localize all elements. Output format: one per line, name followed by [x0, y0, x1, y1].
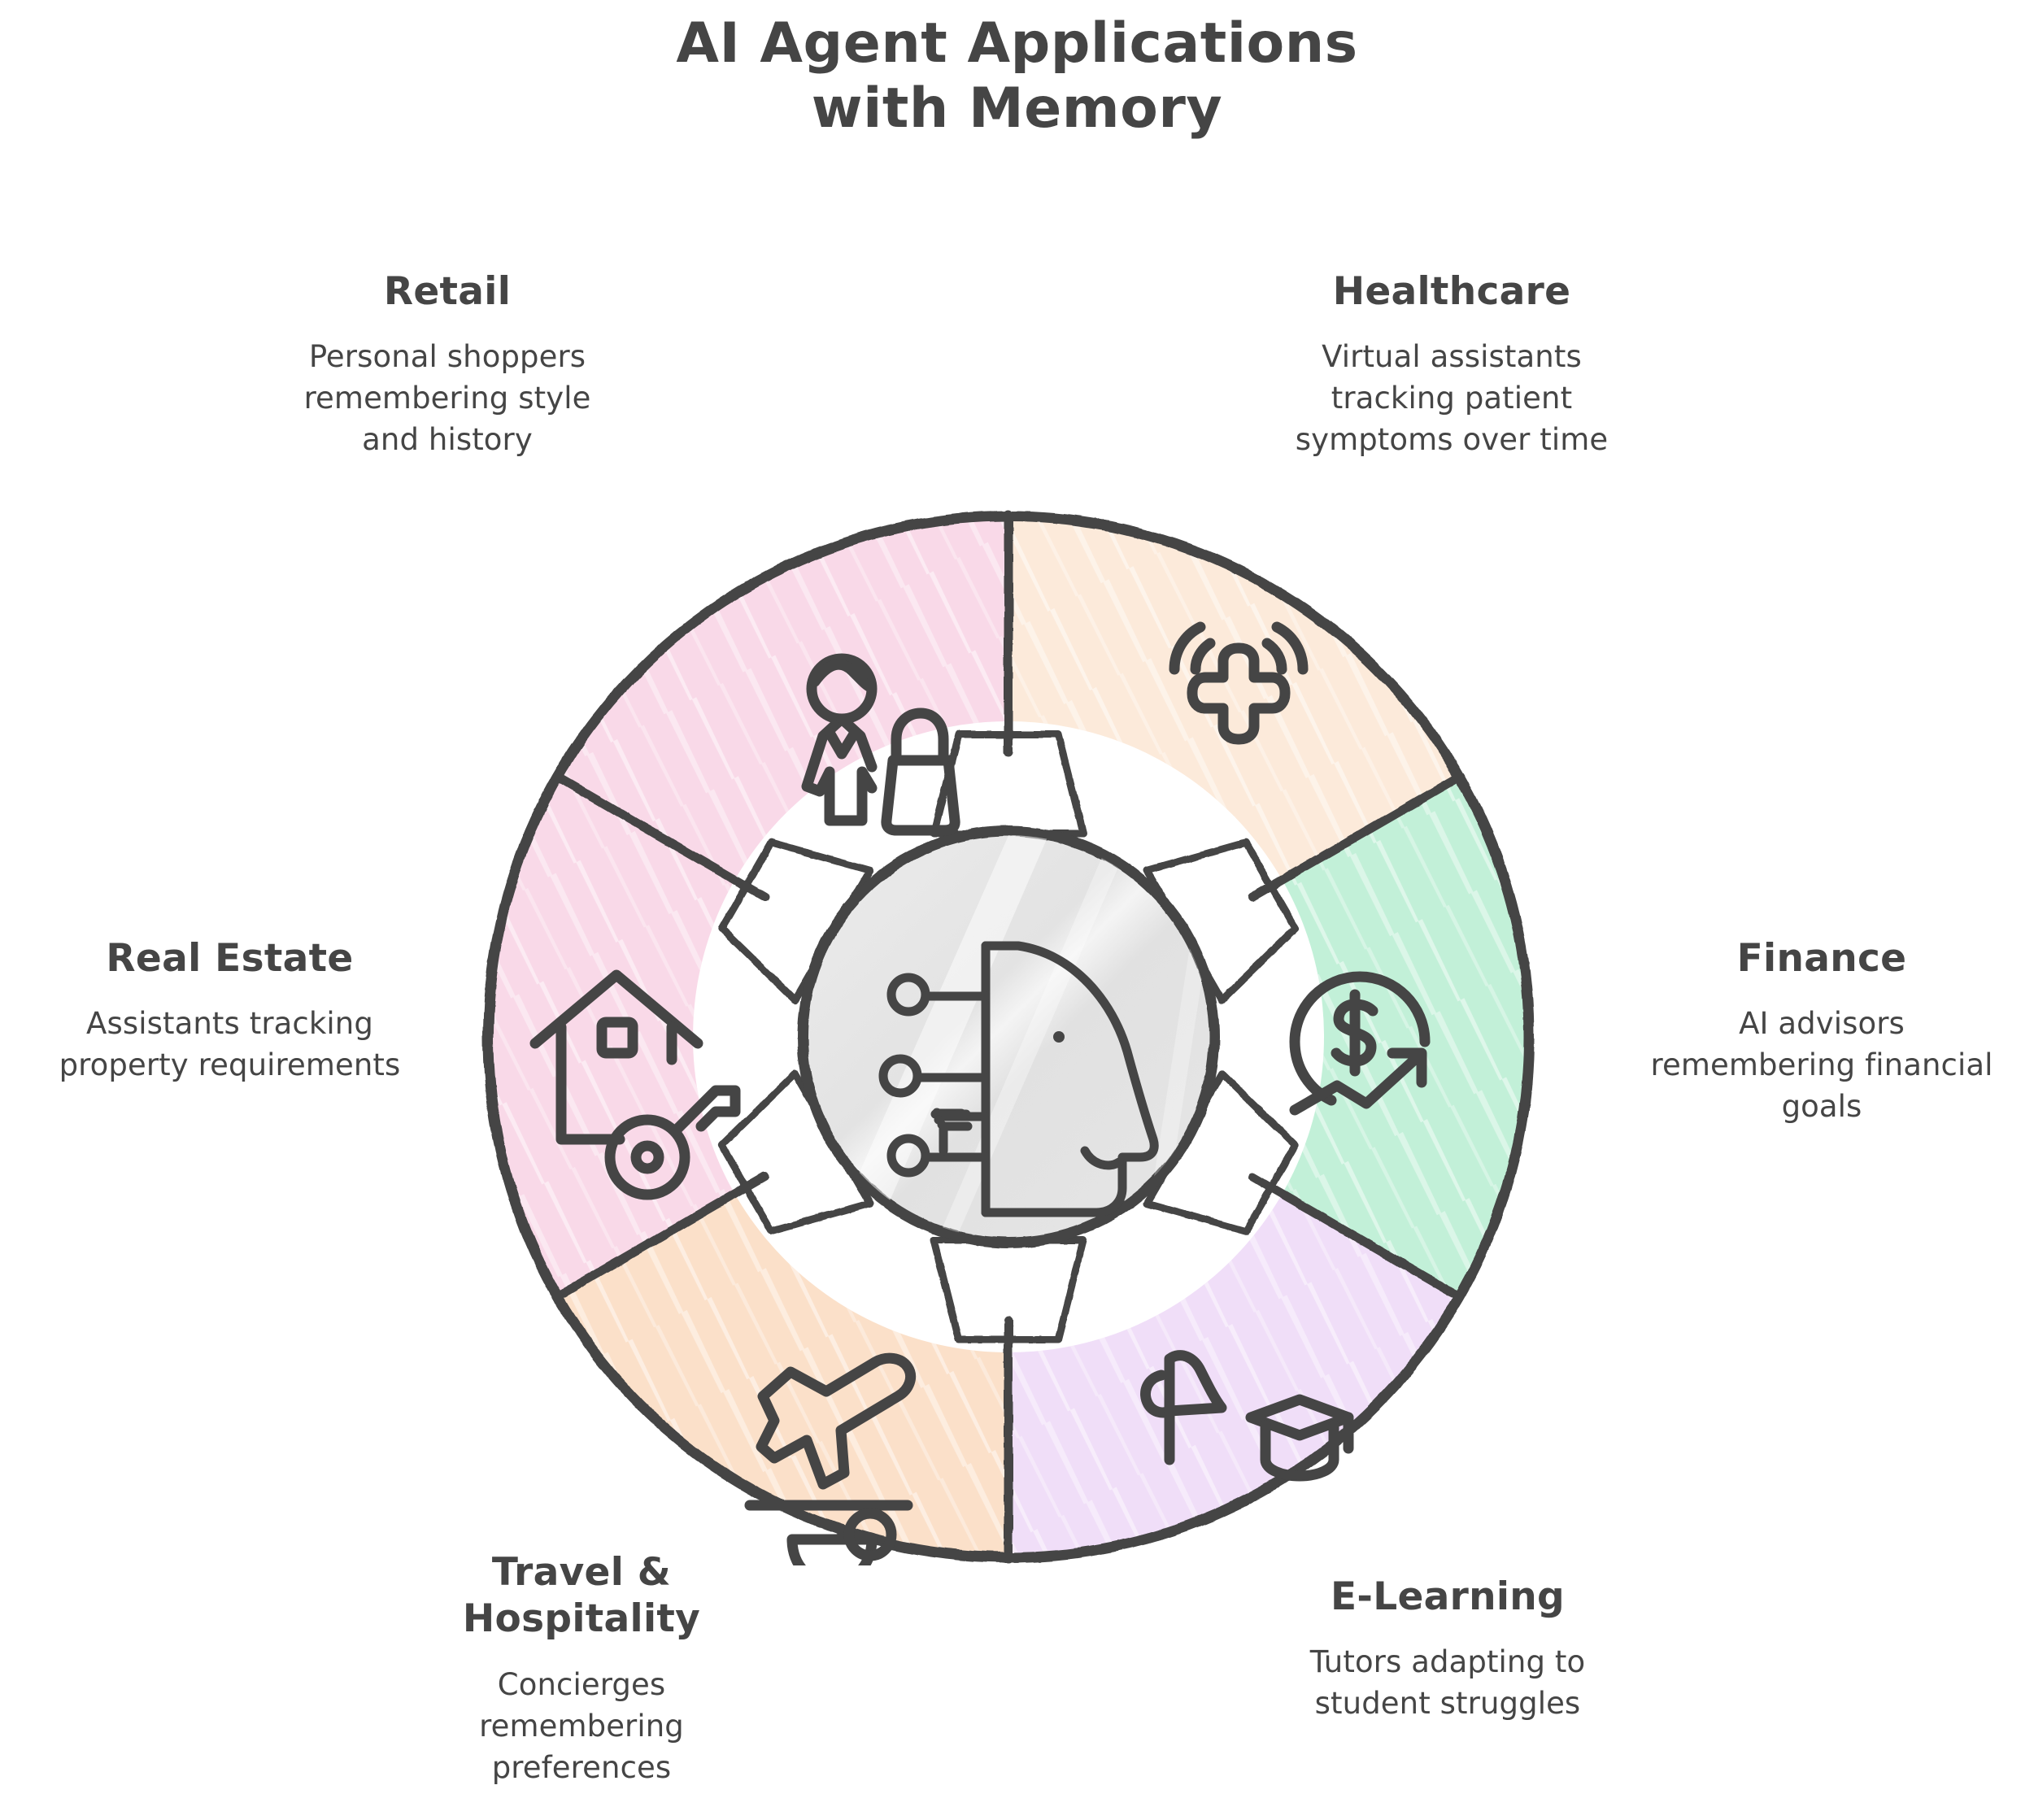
label-heading-real-estate: Real Estate — [106, 936, 354, 981]
label-block-real-estate: Real Estate Assistants tracking property… — [8, 935, 451, 1086]
medical-cross-signal-icon — [1169, 621, 1309, 745]
label-body-elearning: Tutors adapting to student struggles — [1309, 1644, 1586, 1722]
label-body-real-estate: Assistants tracking property requirement… — [59, 1006, 401, 1083]
label-block-retail: Retail Personal shoppers remembering sty… — [277, 268, 618, 460]
house-key-icon — [529, 969, 741, 1200]
page-title-line-1: AI Agent Applications — [676, 11, 1358, 76]
label-heading-healthcare: Healthcare — [1332, 269, 1571, 314]
dollar-trend-arrow-icon — [1289, 971, 1431, 1116]
label-block-finance: Finance AI advisors remembering financia… — [1610, 935, 2033, 1127]
label-body-travel: Concierges remembering preferences — [479, 1666, 684, 1785]
segmented-wheel-diagram — [480, 508, 1537, 1565]
label-body-healthcare: Virtual assistants tracking patient symp… — [1295, 339, 1609, 458]
airplane-cocktail-icon — [744, 1352, 916, 1565]
label-block-travel: Travel & Hospitality Concierges remember… — [399, 1549, 764, 1788]
label-block-elearning: E-Learning Tutors adapting to student st… — [1244, 1574, 1651, 1724]
label-body-finance: AI advisors remembering financial goals — [1650, 1006, 1993, 1125]
segment-dividers — [555, 510, 1462, 1564]
label-heading-finance: Finance — [1736, 936, 1907, 981]
gear-teeth — [717, 730, 1300, 1343]
flag-graduation-cap-icon — [1140, 1350, 1354, 1482]
label-heading-retail: Retail — [383, 269, 512, 314]
ai-head-profile-icon — [878, 941, 1159, 1217]
page-title: AI Agent Applications with Memory — [0, 11, 2034, 142]
label-body-retail: Personal shoppers remembering style and … — [303, 339, 591, 458]
label-block-healthcare: Healthcare Virtual assistants tracking p… — [1257, 268, 1647, 460]
page-title-line-2: with Memory — [811, 76, 1223, 142]
wheel-outer-outline — [482, 511, 1535, 1563]
label-heading-elearning: E-Learning — [1330, 1574, 1565, 1619]
shopper-person-bag-icon — [801, 653, 960, 836]
